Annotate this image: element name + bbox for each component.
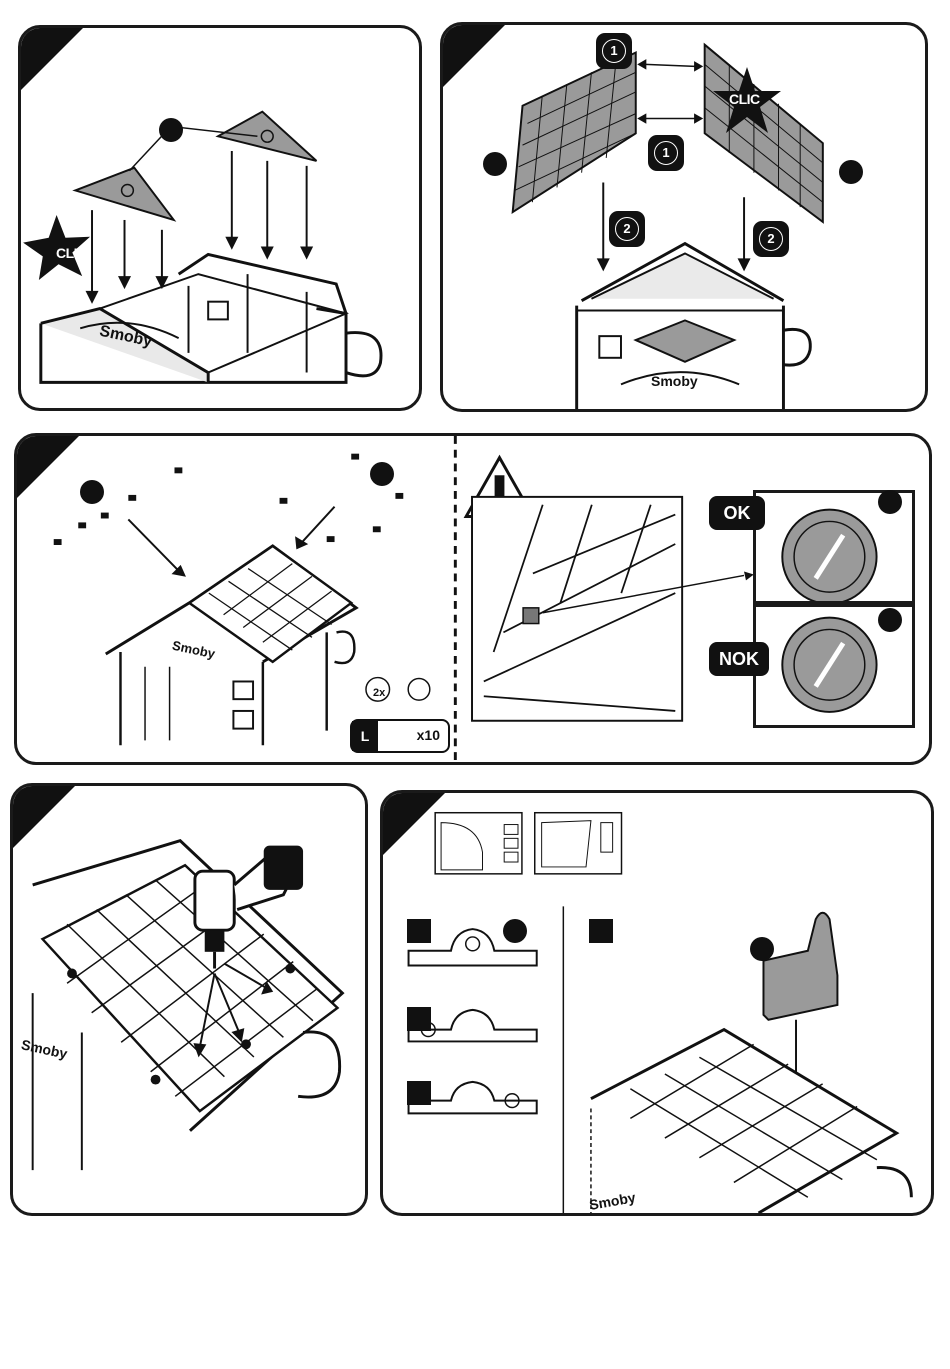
hardware-chip: L x10	[350, 719, 450, 753]
part-callout-dot	[503, 919, 527, 943]
step-panel-ridge-caps: Smoby	[380, 790, 934, 1216]
variant-marker	[407, 919, 431, 943]
part-callout-dot	[483, 152, 507, 176]
clic-label: CLIC	[56, 245, 96, 261]
step-number-badge: 2	[609, 211, 645, 247]
step-panel-screw-roof: Smoby 2x L x10 OK NOK	[14, 433, 932, 765]
screw-size-label: L	[352, 721, 378, 751]
part-callout-dot	[80, 480, 104, 504]
step-number-badge: 2	[753, 221, 789, 257]
brand-logo: Smoby	[651, 373, 698, 389]
step-number-badge: 1	[596, 33, 632, 69]
variant-marker	[407, 1081, 431, 1105]
rotation-note: 2x	[373, 687, 385, 699]
illustration-gable-triangles	[21, 28, 419, 408]
screw-quantity: x10	[417, 727, 440, 743]
ok-badge: OK	[709, 496, 765, 530]
step-number-badge: 1	[648, 135, 684, 171]
part-callout-dot	[750, 937, 774, 961]
illustration-drill	[13, 786, 365, 1213]
illustration-roof-sheets	[443, 25, 925, 409]
part-callout-dot	[159, 118, 183, 142]
step-panel-roof-sheets: 1 1 2 2 CLIC Smoby	[440, 22, 928, 412]
part-callout-dot	[878, 608, 902, 632]
illustration-ridge-caps	[383, 793, 931, 1213]
clic-label: CLIC	[729, 91, 769, 107]
step-panel-drill: Smoby	[10, 783, 368, 1216]
step-panel-gable-triangles: CLIC Smoby	[18, 25, 422, 411]
nok-badge: NOK	[709, 642, 769, 676]
part-callout-dot	[878, 490, 902, 514]
part-callout-dot	[839, 160, 863, 184]
part-callout-dot	[370, 462, 394, 486]
variant-marker	[589, 919, 613, 943]
variant-marker	[407, 1007, 431, 1031]
